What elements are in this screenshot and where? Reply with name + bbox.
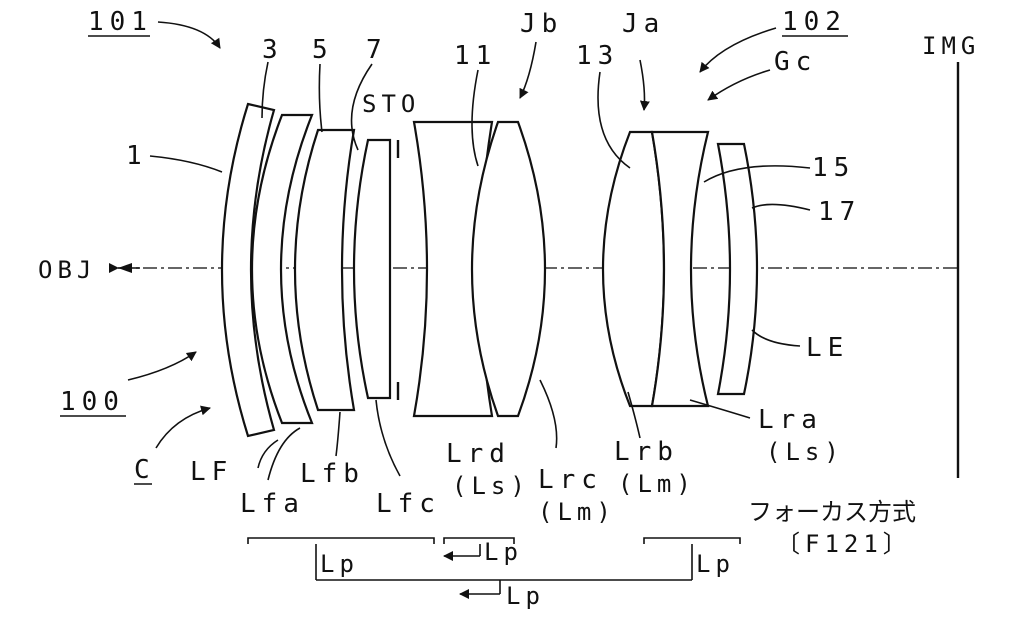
- label-LE: LE: [806, 333, 849, 363]
- lp-bracket-mid: [443, 537, 515, 544]
- label-Gc: Gc: [774, 47, 817, 77]
- lp-bracket-rear: [643, 537, 741, 544]
- label-Lrd-Ls: (Ls): [452, 472, 530, 500]
- arrow-Jb: [519, 41, 537, 99]
- label-17: 17: [818, 197, 861, 227]
- label-Lfa: Lfa: [240, 489, 305, 519]
- label-Lrb: Lrb: [614, 437, 679, 467]
- label-IMG: IMG: [922, 32, 980, 60]
- leader-11: [471, 69, 479, 167]
- label-Lrb-Lm: (Lm): [618, 470, 696, 498]
- leader-LE: [751, 329, 801, 347]
- lens-Lrc: [470, 120, 547, 418]
- label-Lrc-Lm: (Lm): [538, 498, 616, 526]
- leader-Lfc: [375, 399, 401, 477]
- label-11: 11: [454, 41, 497, 71]
- label-7: 7: [366, 35, 388, 65]
- leader-5: [318, 63, 323, 133]
- label-Lp-mid: Lp: [484, 538, 523, 566]
- lens-Lfb: [293, 128, 356, 412]
- lens-Lfa: [250, 113, 314, 425]
- label-Lfc: Lfc: [376, 489, 441, 519]
- label-15: 15: [812, 153, 855, 183]
- leader-Lrc: [539, 379, 558, 449]
- label-OBJ: OBJ: [38, 256, 96, 284]
- leader-LF: [257, 439, 279, 469]
- label-LF: LF: [190, 457, 233, 487]
- arrow-C: [155, 405, 211, 449]
- leader-17: [751, 203, 811, 211]
- lens-LF: [220, 102, 276, 438]
- lens-Lrb: [601, 130, 666, 408]
- leader-7: [350, 63, 373, 151]
- arrow-Gc: [707, 69, 771, 101]
- label-13: 13: [576, 41, 619, 71]
- leader-15: [703, 165, 811, 183]
- label-Lrd: Lrd: [446, 439, 511, 469]
- leader-Lra: [689, 399, 751, 419]
- leader-1: [149, 155, 223, 173]
- label-Ja: Ja: [622, 9, 665, 39]
- leader-13: [597, 71, 631, 169]
- label-Lp-front: Lp: [320, 550, 359, 578]
- leader-Lrb: [627, 391, 641, 439]
- label-101: 101: [88, 7, 153, 37]
- arrow-102: [699, 27, 777, 73]
- label-STO: STO: [362, 90, 420, 118]
- label-5: 5: [312, 35, 334, 65]
- label-Jb: Jb: [520, 9, 563, 39]
- label-Lrc: Lrc: [538, 465, 603, 495]
- label-Lra-Ls: (Ls): [766, 438, 844, 466]
- leader-3: [261, 61, 269, 119]
- label-3: 3: [262, 35, 284, 65]
- obj-arrowhead: [118, 263, 132, 273]
- label-Lfb: Lfb: [300, 459, 365, 489]
- label-C: C: [134, 455, 156, 485]
- label-102: 102: [782, 7, 847, 37]
- leader-Lfa: [267, 427, 301, 481]
- label-Lra: Lra: [758, 405, 823, 435]
- lens-Lfc: [352, 138, 392, 400]
- label-Lp-rear: Lp: [696, 550, 735, 578]
- arrow-100: [127, 351, 197, 381]
- label-Lp-bottom: Lp: [506, 582, 545, 610]
- arrow-101: [157, 21, 221, 49]
- label-100: 100: [60, 387, 125, 417]
- lens-LE: [716, 142, 759, 396]
- lp-bracket-front: [247, 537, 435, 544]
- focus-method-code: 〔F121〕: [776, 530, 912, 558]
- focus-method-title: フォーカス方式: [748, 498, 916, 526]
- label-1: 1: [126, 141, 148, 171]
- arrow-Ja: [639, 59, 650, 111]
- leader-Lfb: [335, 411, 341, 457]
